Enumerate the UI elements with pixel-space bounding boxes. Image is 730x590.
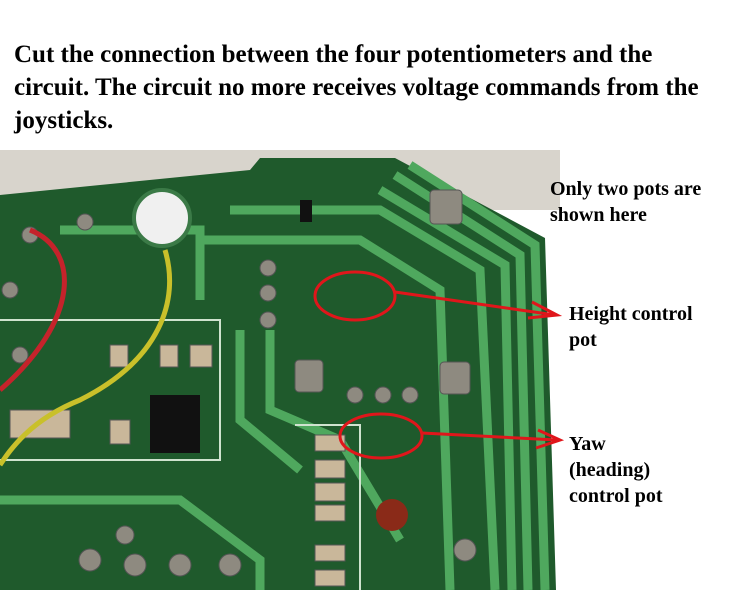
- height-arrow: [394, 290, 556, 317]
- pcb-traces: [0, 161, 550, 590]
- ic-chip: [150, 395, 200, 453]
- circuit-board: [0, 158, 556, 590]
- note-height-pot: Height control pot: [569, 303, 693, 351]
- solder-pads: [1, 189, 477, 577]
- instruction-title: Cut the connection between the four pote…: [14, 41, 699, 134]
- smd-components: [9, 344, 346, 587]
- mounting-hole: [132, 188, 192, 248]
- yaw-arrow: [421, 431, 558, 442]
- annotations: [313, 270, 565, 460]
- height-pot-circle: [313, 270, 397, 322]
- note-yaw-pot: Yaw (heading) control pot: [569, 433, 663, 507]
- yellow-wire: [0, 249, 173, 467]
- copper-pad: [376, 499, 408, 531]
- note-only-two-pots: Only two pots are shown here: [550, 178, 702, 226]
- transistor: [300, 200, 312, 222]
- yaw-pot-circle: [338, 412, 424, 460]
- red-wire: [0, 227, 67, 392]
